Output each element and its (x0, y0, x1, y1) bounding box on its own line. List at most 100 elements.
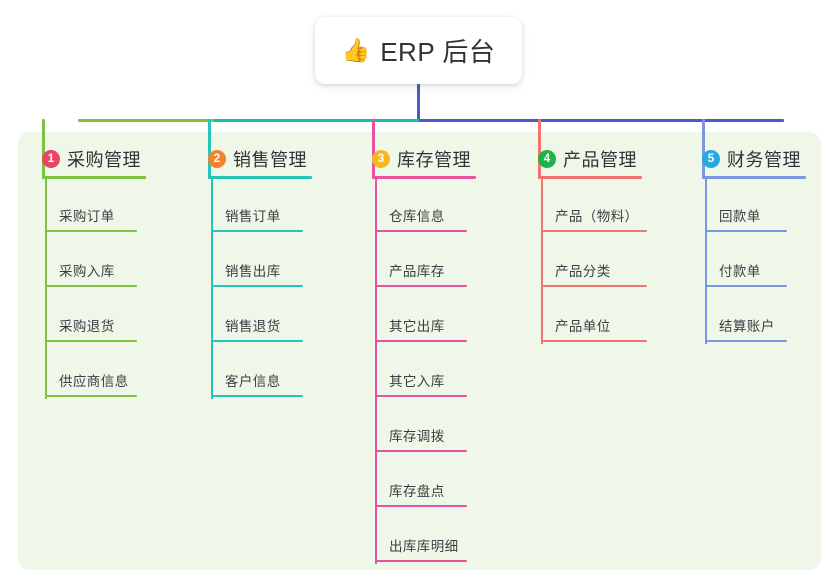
column-spine-5 (705, 179, 707, 344)
leaf-label: 产品单位 (555, 319, 611, 334)
leaf-node[interactable]: 库存调拨 (375, 412, 467, 452)
leaf-underline (375, 560, 467, 562)
thumbs-up-icon: 👍 (341, 37, 371, 63)
leaf-label: 库存盘点 (389, 484, 445, 499)
column-title-2: 销售管理 (233, 150, 307, 170)
leaf-label: 采购入库 (59, 264, 115, 279)
leaf-label: 采购订单 (59, 209, 115, 224)
leaf-node[interactable]: 采购订单 (45, 192, 137, 232)
column-drop-4 (538, 119, 541, 179)
leaf-node[interactable]: 其它入库 (375, 357, 467, 397)
leaf-node[interactable]: 其它出库 (375, 302, 467, 342)
column-header-3[interactable]: 3 库存管理 (372, 146, 471, 172)
leaf-node[interactable]: 销售退货 (211, 302, 303, 342)
leaf-node[interactable]: 结算账户 (705, 302, 787, 342)
column-badge-3: 3 (372, 150, 390, 168)
bus-segment-inventory-to-finance (419, 119, 784, 122)
leaf-underline (705, 230, 787, 232)
column-underline-3 (372, 176, 476, 179)
diagram-panel (18, 132, 821, 570)
leaf-underline (541, 230, 647, 232)
leaf-node[interactable]: 供应商信息 (45, 357, 137, 397)
column-header-1[interactable]: 1 采购管理 (42, 146, 141, 172)
column-drop-1 (42, 119, 45, 179)
leaf-label: 销售订单 (225, 209, 281, 224)
leaf-label: 其它出库 (389, 319, 445, 334)
leaf-underline (45, 285, 137, 287)
column-drop-2 (208, 119, 211, 179)
leaf-label: 仓库信息 (389, 209, 445, 224)
bus-segment-purchase-to-sales (78, 119, 213, 122)
root-node-title: ERP 后台 (380, 37, 496, 67)
column-badge-5: 5 (702, 150, 720, 168)
leaf-underline (211, 285, 303, 287)
leaf-label: 回款单 (719, 209, 761, 224)
leaf-label: 销售退货 (225, 319, 281, 334)
column-underline-4 (538, 176, 642, 179)
column-spine-3 (375, 179, 377, 564)
leaf-node[interactable]: 销售订单 (211, 192, 303, 232)
leaf-label: 产品（物料） (555, 209, 639, 224)
leaf-label: 采购退货 (59, 319, 115, 334)
column-title-5: 财务管理 (727, 150, 801, 170)
column-drop-5 (702, 119, 705, 179)
root-stem-connector (417, 84, 420, 122)
leaf-label: 供应商信息 (59, 374, 129, 389)
leaf-underline (375, 340, 467, 342)
leaf-underline (705, 340, 787, 342)
leaf-node[interactable]: 付款单 (705, 247, 787, 287)
leaf-label: 销售出库 (225, 264, 281, 279)
column-spine-4 (541, 179, 543, 344)
leaf-node[interactable]: 采购退货 (45, 302, 137, 342)
column-title-4: 产品管理 (563, 150, 637, 170)
root-node-card[interactable]: 👍 ERP 后台 (315, 17, 522, 84)
leaf-underline (541, 285, 647, 287)
leaf-node[interactable]: 产品（物料） (541, 192, 647, 232)
leaf-underline (705, 285, 787, 287)
column-header-2[interactable]: 2 销售管理 (208, 146, 307, 172)
leaf-label: 客户信息 (225, 374, 281, 389)
column-underline-5 (702, 176, 806, 179)
column-header-5[interactable]: 5 财务管理 (702, 146, 801, 172)
column-badge-4: 4 (538, 150, 556, 168)
leaf-node[interactable]: 产品库存 (375, 247, 467, 287)
leaf-underline (375, 285, 467, 287)
column-badge-1: 1 (42, 150, 60, 168)
leaf-node[interactable]: 客户信息 (211, 357, 303, 397)
column-underline-1 (42, 176, 146, 179)
column-title-1: 采购管理 (67, 150, 141, 170)
column-underline-2 (208, 176, 312, 179)
leaf-underline (375, 505, 467, 507)
leaf-label: 结算账户 (719, 319, 775, 334)
leaf-underline (375, 450, 467, 452)
leaf-node[interactable]: 回款单 (705, 192, 787, 232)
leaf-label: 产品分类 (555, 264, 611, 279)
column-spine-1 (45, 179, 47, 399)
leaf-node[interactable]: 库存盘点 (375, 467, 467, 507)
column-badge-2: 2 (208, 150, 226, 168)
leaf-node[interactable]: 出库库明细 (375, 522, 467, 562)
leaf-node[interactable]: 产品单位 (541, 302, 647, 342)
leaf-underline (375, 230, 467, 232)
leaf-underline (541, 340, 647, 342)
leaf-underline (211, 230, 303, 232)
leaf-underline (45, 395, 137, 397)
leaf-label: 产品库存 (389, 264, 445, 279)
leaf-node[interactable]: 仓库信息 (375, 192, 467, 232)
leaf-underline (45, 340, 137, 342)
leaf-underline (375, 395, 467, 397)
column-title-3: 库存管理 (397, 150, 471, 170)
leaf-label: 出库库明细 (389, 539, 459, 554)
leaf-node[interactable]: 采购入库 (45, 247, 137, 287)
leaf-node[interactable]: 产品分类 (541, 247, 647, 287)
leaf-underline (211, 395, 303, 397)
bus-segment-sales-to-inventory (213, 119, 419, 122)
column-header-4[interactable]: 4 产品管理 (538, 146, 637, 172)
leaf-label: 库存调拨 (389, 429, 445, 444)
leaf-underline (45, 230, 137, 232)
root-node-content: 👍 ERP 后台 (342, 32, 496, 69)
leaf-node[interactable]: 销售出库 (211, 247, 303, 287)
column-spine-2 (211, 179, 213, 399)
leaf-label: 付款单 (719, 264, 761, 279)
